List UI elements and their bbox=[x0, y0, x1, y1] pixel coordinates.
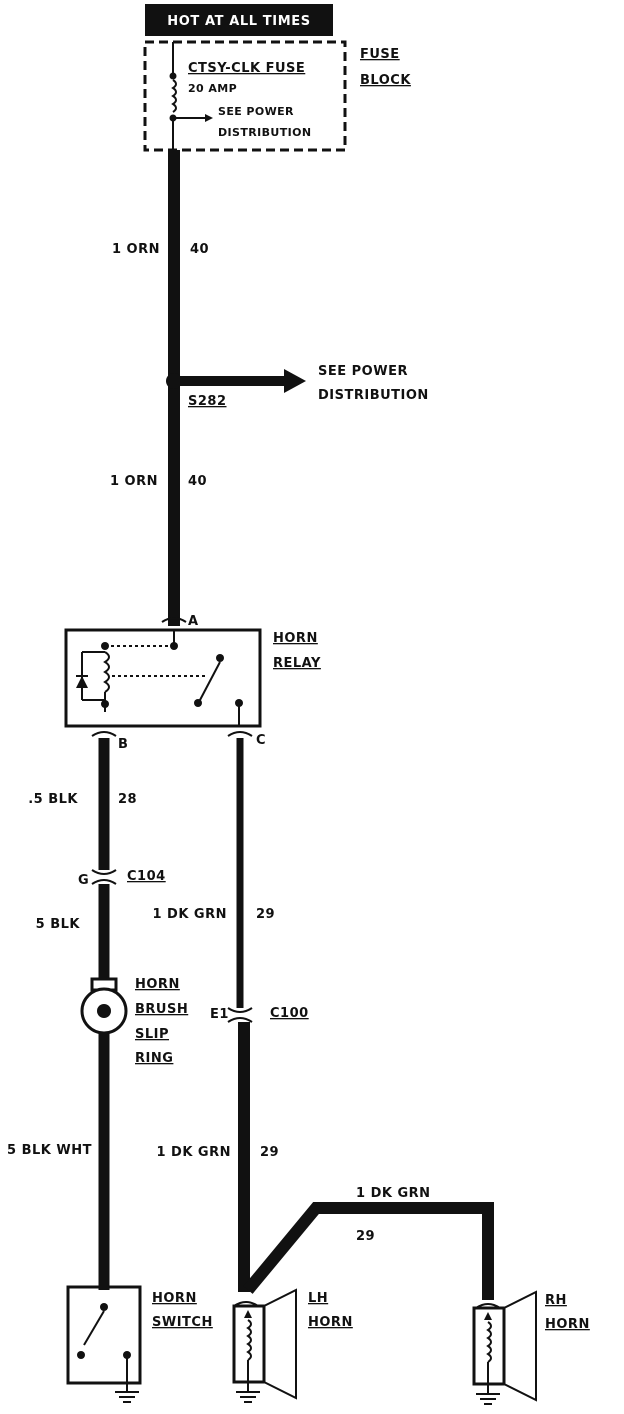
header-text: HOT AT ALL TIMES bbox=[167, 14, 310, 29]
fuse-block: CTSY-CLK FUSE 20 AMP SEE POWER DISTRIBUT… bbox=[143, 40, 347, 152]
horn-switch-label-2: SWITCH bbox=[152, 1315, 213, 1330]
wire-c2-gauge: 1 DK GRN bbox=[156, 1145, 231, 1160]
wire-mid-gauge: 1 ORN bbox=[110, 474, 158, 489]
c104-pin: G bbox=[78, 873, 89, 888]
wire-bw-gauge: 5 BLK WHT bbox=[7, 1143, 92, 1158]
c100-id: C100 bbox=[270, 1006, 309, 1021]
wire-top-gauge: 1 ORN bbox=[112, 242, 160, 257]
fuse-rating: 20 AMP bbox=[188, 82, 237, 95]
wire-c1-gauge: 1 DK GRN bbox=[152, 907, 227, 922]
fuse-see-power-1: SEE POWER bbox=[218, 105, 294, 118]
splice-see-power-1: SEE POWER bbox=[318, 364, 408, 379]
fuse-block-label-1: FUSE bbox=[360, 47, 400, 62]
connector-c104 bbox=[91, 869, 117, 885]
hot-at-all-times-header: HOT AT ALL TIMES bbox=[145, 4, 333, 36]
wire-mid-circuit: 40 bbox=[188, 474, 207, 489]
lh-horn-label-1: LH bbox=[308, 1291, 328, 1306]
wire-b-gauge: .5 BLK bbox=[28, 792, 78, 807]
wire-rh-circuit: 29 bbox=[356, 1229, 375, 1244]
wire-top-circuit: 40 bbox=[190, 242, 209, 257]
brush-label-3: SLIP bbox=[135, 1027, 169, 1042]
wire-b-circuit: 28 bbox=[118, 792, 137, 807]
wire-b2-gauge: 5 BLK bbox=[36, 917, 81, 932]
rh-horn bbox=[472, 1290, 537, 1405]
fuse-block-label-2: BLOCK bbox=[360, 73, 411, 88]
brush-label-1: HORN bbox=[135, 977, 180, 992]
brush-label-2: BRUSH bbox=[135, 1002, 188, 1017]
splice-s282: S282 bbox=[166, 369, 306, 409]
splice-id: S282 bbox=[188, 394, 227, 409]
wire-c1-circuit: 29 bbox=[256, 907, 275, 922]
wire-c2-circuit: 29 bbox=[260, 1145, 279, 1160]
rh-horn-label-2: HORN bbox=[545, 1317, 590, 1332]
relay-name-1: HORN bbox=[273, 631, 318, 646]
horn-switch-label-1: HORN bbox=[152, 1291, 197, 1306]
splice-see-power-2: DISTRIBUTION bbox=[318, 388, 429, 403]
c100-pin: E1 bbox=[210, 1007, 229, 1022]
lh-horn bbox=[232, 1288, 297, 1403]
horn-relay bbox=[64, 617, 262, 737]
fuse-see-power-2: DISTRIBUTION bbox=[218, 126, 311, 139]
rh-horn-label-1: RH bbox=[545, 1293, 567, 1308]
c104-id: C104 bbox=[127, 869, 166, 884]
connector-c100 bbox=[227, 1007, 253, 1023]
fuse-label: CTSY-CLK FUSE bbox=[188, 61, 305, 76]
relay-pin-b: B bbox=[118, 737, 128, 752]
horn-brush-slip-ring bbox=[80, 977, 128, 1035]
horn-switch bbox=[66, 1285, 142, 1403]
relay-pin-a: A bbox=[188, 614, 199, 629]
wire-dk-grn-rh-branch bbox=[243, 1202, 494, 1300]
relay-pin-c: C bbox=[256, 733, 266, 748]
wire-rh-gauge: 1 DK GRN bbox=[356, 1186, 431, 1201]
lh-horn-label-2: HORN bbox=[308, 1315, 353, 1330]
brush-label-4: RING bbox=[135, 1051, 173, 1066]
relay-name-2: RELAY bbox=[273, 656, 321, 671]
